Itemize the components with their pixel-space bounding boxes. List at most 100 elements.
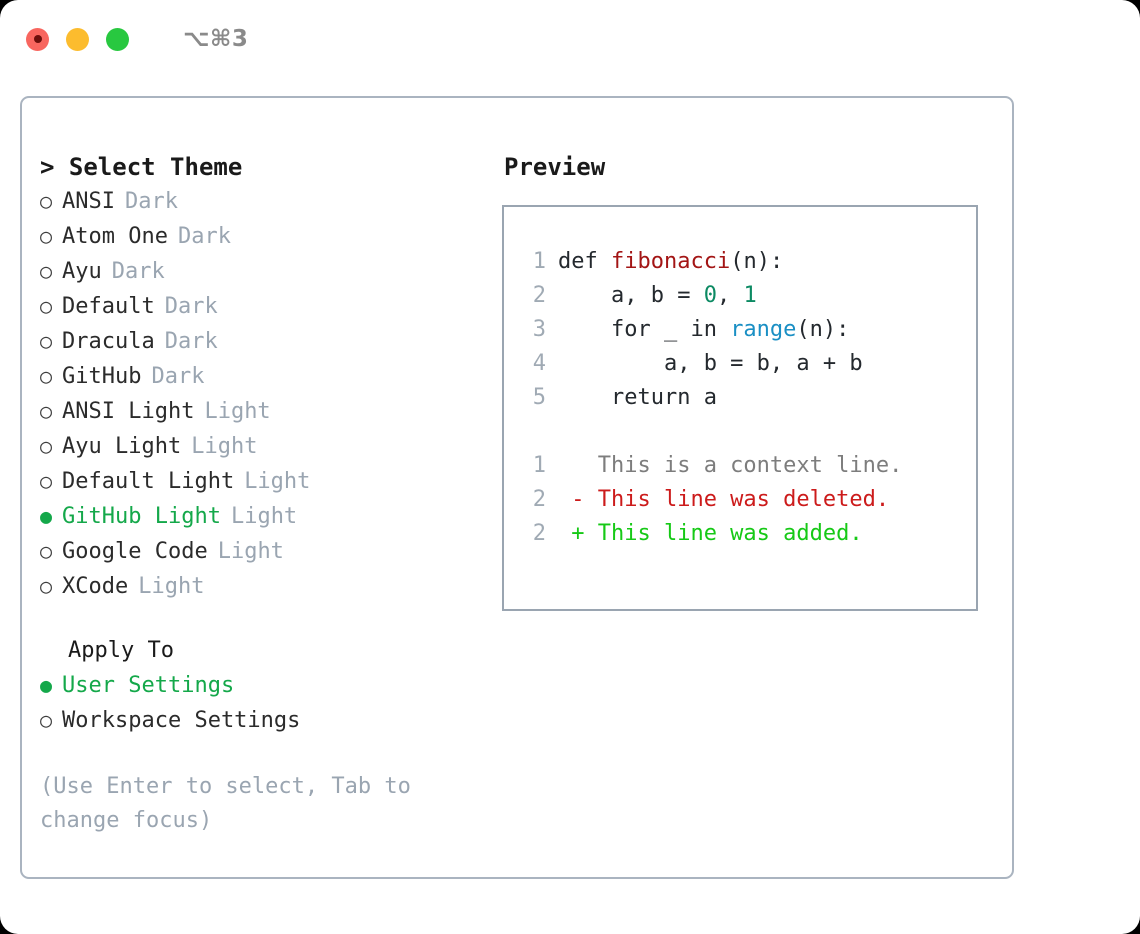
theme-selection-column: > Select Theme ○ ANSI Dark ○ Atom One Da… (22, 98, 484, 877)
title-bar: ⌥⌘3 (0, 0, 1140, 78)
theme-variant-tag: Dark (151, 364, 205, 389)
code-line-content: def fibonacci(n): (558, 245, 783, 279)
theme-variant-tag: Dark (111, 259, 165, 284)
code-token-plain: (n): (730, 249, 784, 274)
code-line: 5 return a (504, 381, 976, 415)
diff-sample: 1 This is a context line.2 - This line w… (504, 449, 976, 551)
code-line-content: for _ in range(n): (558, 313, 849, 347)
theme-label: Ayu (62, 259, 102, 284)
theme-list-item[interactable]: ○ ANSI Dark (40, 184, 484, 219)
main-panel: > Select Theme ○ ANSI Dark ○ Atom One Da… (20, 96, 1014, 879)
theme-variant-tag: Dark (164, 329, 218, 354)
theme-label: ANSI (62, 189, 115, 214)
code-line: 3 for _ in range(n): (504, 313, 976, 347)
theme-variant-tag: Light (191, 434, 258, 459)
code-token-plain: for _ in (558, 317, 731, 342)
apply-to-option[interactable]: ● User Settings (40, 668, 484, 703)
code-token-plain: (n): (796, 317, 850, 342)
radio-icon: ○ (40, 539, 53, 563)
apply-to-label: Workspace Settings (62, 708, 301, 733)
theme-list-item[interactable]: ○ Atom One Dark (40, 219, 484, 254)
code-token-fn: fibonacci (610, 249, 731, 274)
code-line-content: a, b = b, a + b (558, 347, 863, 381)
diff-line: 2 + This line was added. (504, 517, 976, 551)
radio-icon: ○ (40, 189, 53, 213)
theme-variant-tag: Dark (124, 189, 178, 214)
radio-icon: ○ (40, 469, 53, 493)
theme-list-item[interactable]: ○ Ayu Light Light (40, 429, 484, 464)
theme-list-item[interactable]: ○ ANSI Light Light (40, 394, 484, 429)
code-line-number: 1 (532, 249, 546, 274)
diff-line-content: + This line was added. (558, 521, 863, 546)
apply-to-label: User Settings (62, 673, 235, 698)
theme-label: ANSI Light (62, 399, 195, 424)
radio-icon: ○ (40, 574, 53, 598)
theme-list-item[interactable]: ○ GitHub Dark (40, 359, 484, 394)
code-line-number: 2 (532, 283, 546, 308)
theme-list-item[interactable]: ○ Google Code Light (40, 534, 484, 569)
theme-label: Atom One (62, 224, 168, 249)
code-token-plain: def (558, 249, 611, 274)
theme-list-item[interactable]: ○ Ayu Dark (40, 254, 484, 289)
theme-label: GitHub Light (62, 504, 221, 529)
diff-line: 2 - This line was deleted. (504, 483, 976, 517)
code-token-plain: return a (558, 385, 717, 410)
diff-line-content: This is a context line. (558, 453, 903, 478)
theme-label: Default Light (62, 469, 235, 494)
close-dot-icon (33, 35, 42, 43)
radio-icon: ○ (40, 224, 53, 248)
radio-icon: ● (40, 673, 53, 697)
diff-line-number: 1 (532, 453, 546, 478)
traffic-light-group (26, 27, 129, 51)
apply-to-section: Apply To ● User Settings ○ Workspace Set… (40, 634, 484, 738)
code-line-number: 4 (532, 351, 546, 376)
code-token-plain: a, b = b, a + b (558, 351, 863, 376)
radio-icon: ○ (40, 708, 53, 732)
radio-icon: ○ (40, 329, 53, 353)
theme-variant-tag: Dark (177, 224, 231, 249)
maximize-button-icon[interactable] (106, 27, 129, 51)
theme-variant-tag: Light (138, 574, 205, 599)
apply-to-heading: Apply To (68, 638, 174, 663)
theme-variant-tag: Light (217, 539, 284, 564)
theme-list-item[interactable]: ● GitHub Light Light (40, 499, 484, 534)
radio-icon: ○ (40, 364, 53, 388)
code-line-number: 3 (532, 317, 546, 342)
code-line-content: return a (558, 381, 717, 415)
radio-icon: ○ (40, 294, 53, 318)
theme-list-item[interactable]: ○ XCode Light (40, 569, 484, 604)
theme-label: Google Code (62, 539, 208, 564)
select-theme-heading: > Select Theme (40, 153, 243, 181)
theme-list-item[interactable]: ○ Default Light Light (40, 464, 484, 499)
radio-icon: ● (40, 504, 53, 528)
theme-label: Dracula (62, 329, 155, 354)
theme-list-item[interactable]: ○ Dracula Dark (40, 324, 484, 359)
diff-line-number: 2 (532, 521, 546, 546)
apply-to-option[interactable]: ○ Workspace Settings (40, 703, 484, 738)
theme-variant-tag: Light (244, 469, 311, 494)
code-line: 2 a, b = 0, 1 (504, 279, 976, 313)
diff-line: 1 This is a context line. (504, 449, 976, 483)
code-line: 1 def fibonacci(n): (504, 245, 976, 279)
minimize-button-icon[interactable] (66, 27, 89, 51)
code-line-content: a, b = 0, 1 (558, 279, 757, 313)
theme-variant-tag: Light (230, 504, 298, 529)
theme-list: ○ ANSI Dark ○ Atom One Dark ○ Ayu Dark (40, 184, 484, 604)
preview-heading: Preview (504, 153, 606, 181)
close-button-icon[interactable] (26, 27, 49, 51)
code-token-plain: a, b = (558, 283, 704, 308)
theme-variant-tag: Light (204, 399, 271, 424)
theme-list-item[interactable]: ○ Default Dark (40, 289, 484, 324)
theme-variant-tag: Dark (164, 294, 218, 319)
code-token-num: 0 (703, 283, 717, 308)
code-token-call: range (730, 317, 797, 342)
theme-label: Default (62, 294, 155, 319)
code-token-num: 1 (743, 283, 757, 308)
theme-label: Ayu Light (62, 434, 182, 459)
radio-icon: ○ (40, 434, 53, 458)
code-token-plain: , (716, 283, 744, 308)
theme-label: XCode (62, 574, 129, 599)
